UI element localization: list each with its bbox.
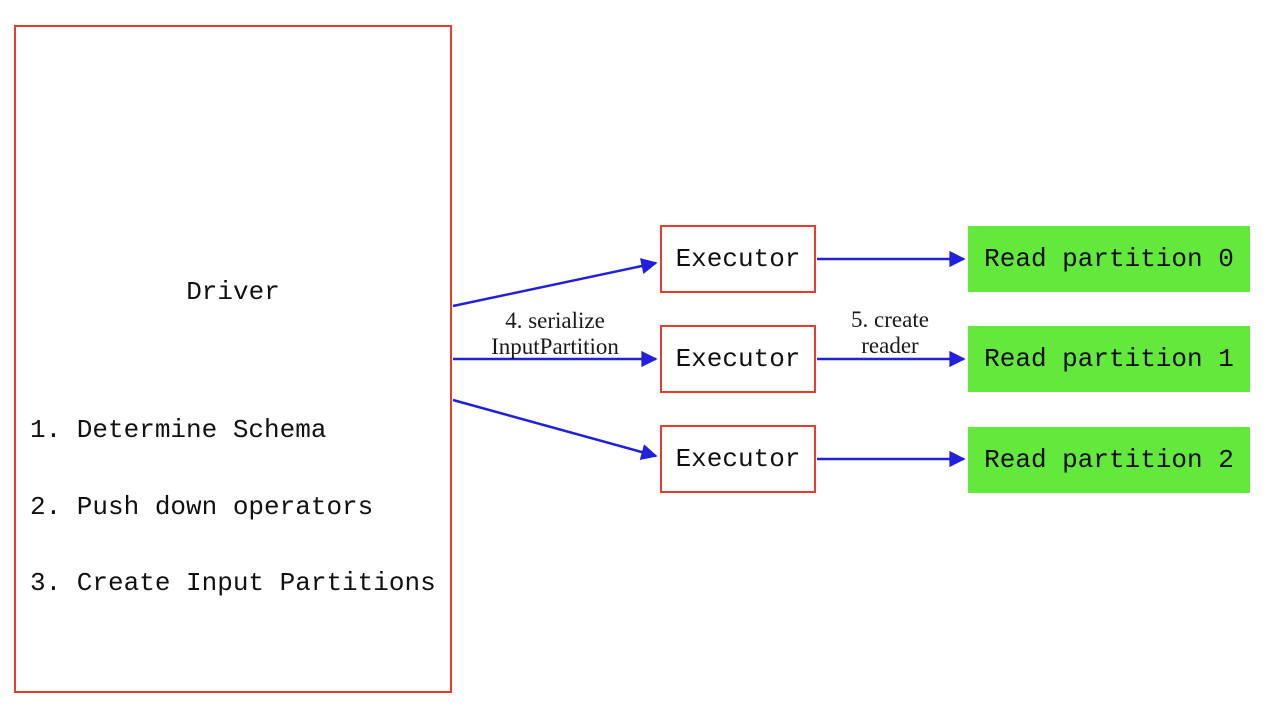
executor-box-2: Executor	[660, 425, 816, 493]
edge-label-create-reader: 5. create reader	[820, 307, 960, 359]
arrow-driver-to-executor-0	[452, 258, 658, 308]
read-partition-box-0: Read partition 0	[968, 226, 1250, 292]
driver-step-1: 1. Determine Schema	[30, 415, 327, 445]
driver-box: Driver 1. Determine Schema 2. Push down …	[14, 25, 452, 693]
read-partition-2-label: Read partition 2	[984, 445, 1234, 475]
read-partition-box-2: Read partition 2	[968, 427, 1250, 493]
driver-title: Driver	[186, 277, 280, 307]
executor-0-label: Executor	[675, 244, 801, 274]
read-partition-1-label: Read partition 1	[984, 344, 1234, 374]
edge-label-serialize-inputpartition: 4. serialize InputPartition	[460, 308, 650, 360]
executor-box-0: Executor	[660, 225, 816, 293]
edge-label-serialize-line2: InputPartition	[491, 334, 619, 359]
executor-1-label: Executor	[675, 344, 801, 374]
driver-step-2: 2. Push down operators	[30, 491, 374, 522]
arrow-driver-to-executor-2	[452, 398, 658, 460]
executor-box-1: Executor	[660, 325, 816, 393]
driver-steps-list: 1. Determine Schema 2. Push down operato…	[30, 367, 436, 648]
driver-step-3: 3. Create Input Partitions	[30, 568, 436, 598]
edge-label-create-reader-line2: reader	[861, 333, 919, 358]
executor-2-label: Executor	[675, 444, 801, 474]
read-partition-0-label: Read partition 0	[984, 244, 1234, 274]
edge-label-serialize-line1: 4. serialize	[505, 308, 605, 333]
edge-label-create-reader-line1: 5. create	[851, 307, 929, 332]
read-partition-box-1: Read partition 1	[968, 326, 1250, 392]
